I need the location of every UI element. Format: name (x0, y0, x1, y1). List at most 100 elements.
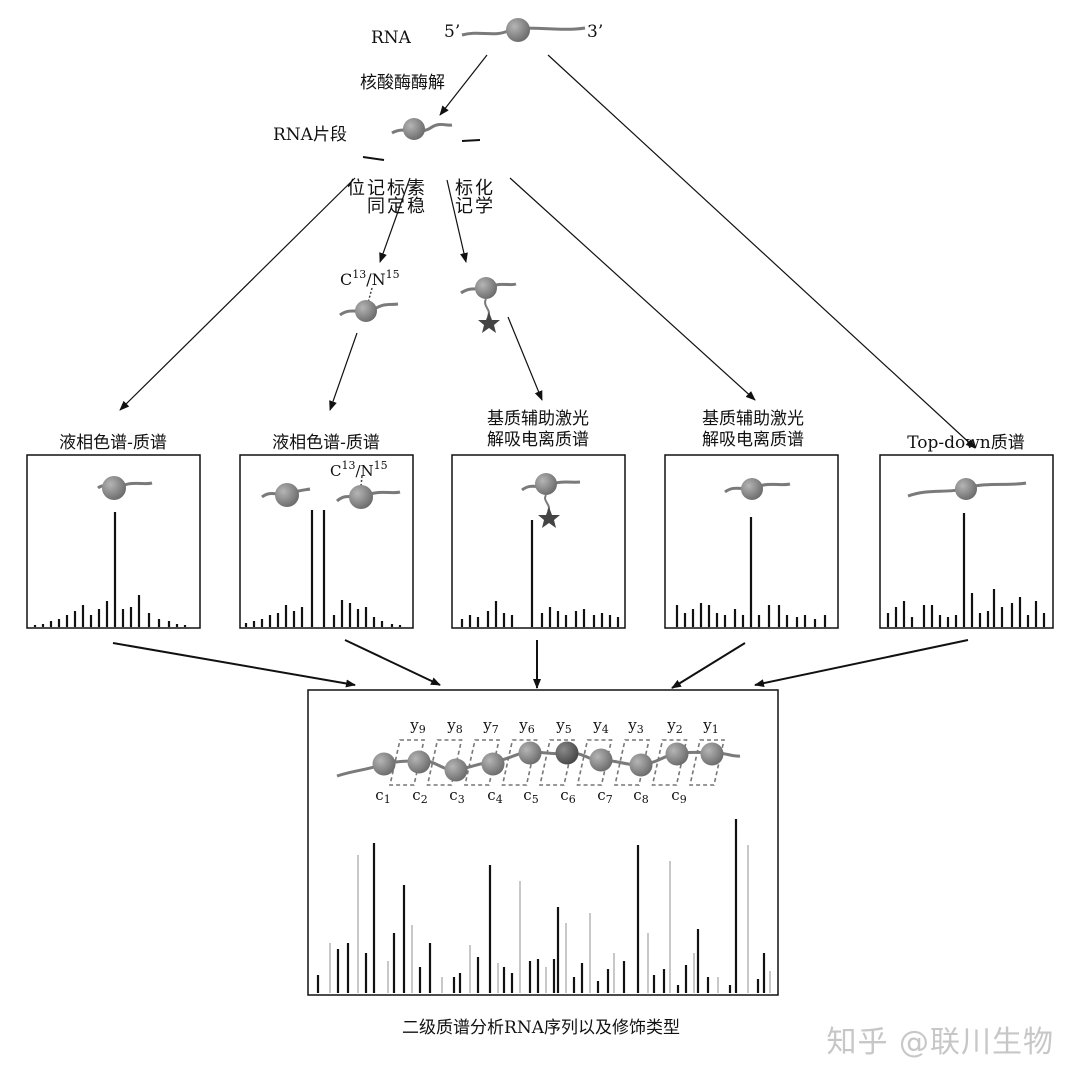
method-box-4 (664, 454, 839, 629)
method-title-3: 基质辅助激光解吸电离质谱 (487, 409, 589, 451)
ms2-bead (665, 742, 689, 766)
method-title-2: 液相色谱-质谱 (272, 428, 380, 453)
iso-c-2: C (330, 462, 342, 480)
arrow-box1-to-ms2 (112, 642, 356, 688)
chemical-label-col2: 标记 (452, 178, 473, 214)
ms2-bead (407, 750, 431, 774)
isotope-fragment (339, 287, 399, 322)
c-fragment-label: c6 (560, 786, 576, 806)
ms2-bead (481, 752, 505, 776)
chemical-label-col1: 化学 (472, 178, 493, 214)
fragment-box (651, 739, 688, 786)
ms2-bead (372, 752, 396, 776)
method-box-3 (451, 454, 626, 629)
isotope-mark-top: C13/N15 (340, 268, 400, 289)
method-box-2 (239, 454, 414, 629)
method-title-1: 液相色谱-质谱 (59, 428, 167, 453)
c-fragment-label: c5 (523, 786, 539, 806)
rna-3prime-label: 3’ (587, 22, 604, 42)
chemical-fragment (460, 277, 517, 333)
iso-n-2: /N (355, 462, 374, 480)
rna-fragments (362, 118, 481, 161)
iso-c-sup: 13 (352, 268, 367, 281)
arrow-box4-to-ms2 (671, 642, 746, 689)
method-box-1 (26, 454, 201, 629)
fragment-box (426, 739, 463, 786)
fragment-box (539, 739, 575, 786)
rna-5prime-label: 5’ (444, 22, 461, 42)
iso-n-sup: 15 (385, 268, 400, 281)
c-fragment-label: c1 (375, 786, 391, 806)
isotope-label: 位记同标定素稳 (344, 178, 425, 214)
fragment-box (389, 739, 425, 786)
c-fragment-label: c9 (671, 786, 687, 806)
ms2-bead (518, 741, 542, 765)
arrow-topdown (547, 54, 976, 449)
arrow-to-maldi2 (509, 177, 756, 401)
method-4-line2: 解吸电离质谱 (702, 430, 804, 450)
ms2-bead (629, 753, 653, 777)
spectrum-2 (244, 510, 402, 627)
method-3-line1: 基质辅助激光 (487, 409, 589, 429)
arrow-to-chemical (446, 179, 468, 263)
method-title-4: 基质辅助激光解吸电离质谱 (702, 409, 804, 451)
method-2-line1: 液相色谱-质谱 (272, 433, 380, 453)
y-fragment-label: y1 (703, 716, 719, 736)
isotope-label-col2: 标定 (384, 178, 405, 214)
top-rna-strand (461, 18, 586, 42)
figure-caption: 二级质谱分析RNA序列以及修饰类型 (402, 1018, 680, 1038)
arrow-to-lcms1 (119, 177, 356, 411)
arrow-to-isotope (379, 177, 411, 263)
fragment-box (501, 739, 538, 786)
fragment-dashed-boxes (389, 739, 725, 786)
fragment-box (614, 739, 650, 786)
y-fragment-label: y3 (628, 716, 644, 736)
isotope-label-col3: 记同 (364, 178, 385, 214)
c-fragment-label: c2 (412, 786, 428, 806)
y-fragment-label: y8 (447, 716, 463, 736)
y-fragment-label: y9 (410, 716, 426, 736)
y-fragment-label: y6 (519, 716, 535, 736)
c-fragment-label: c4 (487, 786, 503, 806)
spectrum-4 (675, 517, 827, 627)
y-fragment-label: y2 (667, 716, 683, 736)
ms2-rna-beads (372, 741, 724, 782)
fragment-box (576, 739, 613, 786)
isotope-mark-box: C13/N15 (330, 459, 388, 480)
method-4-line1: 基质辅助激光 (702, 409, 804, 429)
method-1-line1: 液相色谱-质谱 (59, 433, 167, 453)
digest-label: 核酸酶酶解 (360, 73, 445, 93)
iso-c: C (340, 270, 353, 289)
y-fragment-label: y5 (556, 716, 572, 736)
iso-c-sup-2: 13 (341, 459, 356, 472)
arrow-chem-to-maldi1 (507, 316, 543, 401)
fragment-box (689, 739, 725, 786)
spectrum-5 (886, 513, 1046, 627)
y-fragment-label: y4 (593, 716, 609, 736)
spectrum-ms2 (316, 819, 771, 993)
ms2-bead (555, 741, 579, 765)
c-fragment-label: c7 (597, 786, 613, 806)
arrow-digest (439, 54, 488, 116)
ms2-bead (444, 758, 468, 782)
method-5-line1: Top-down质谱 (907, 433, 1025, 453)
arrow-box2-to-ms2 (344, 639, 441, 686)
method-box-5 (879, 454, 1054, 629)
method-3-line2: 解吸电离质谱 (487, 430, 589, 450)
isotope-label-col1: 素稳 (404, 178, 425, 214)
spectrum-3 (460, 520, 620, 627)
chemical-label: 标记化学 (452, 178, 493, 214)
c-fragment-label: c3 (449, 786, 465, 806)
y-fragment-label: y7 (483, 716, 499, 736)
ms2-bead (589, 748, 613, 772)
spectrum-1 (33, 512, 187, 627)
iso-n-sup-2: 15 (373, 459, 388, 472)
c-fragment-label: c8 (633, 786, 649, 806)
isotope-label-col4: 位 (344, 178, 365, 196)
watermark: 知乎 @联川生物 (826, 1025, 1054, 1060)
ms2-box (307, 689, 779, 996)
method-title-5: Top-down质谱 (907, 428, 1025, 453)
ms2-bead (700, 742, 724, 766)
